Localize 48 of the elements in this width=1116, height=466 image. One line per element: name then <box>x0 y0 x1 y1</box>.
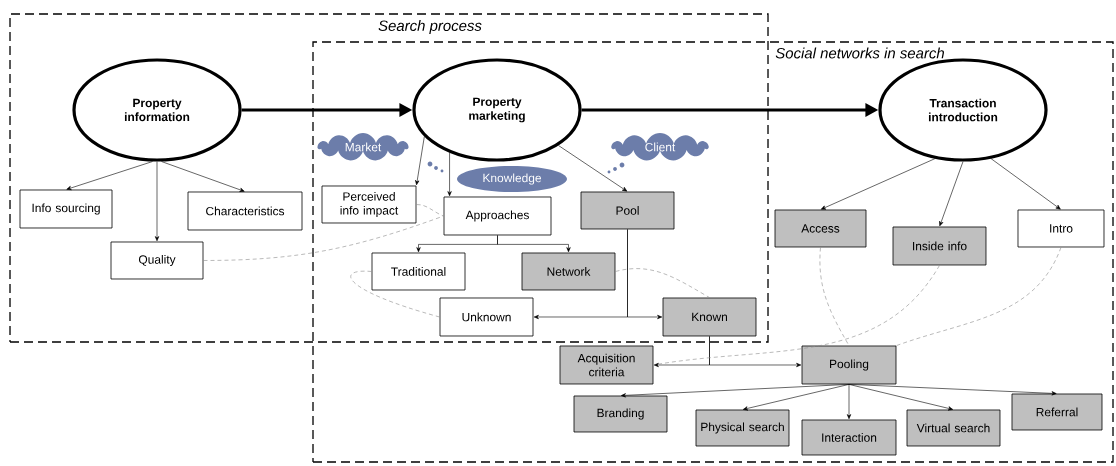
arrow <box>497 235 571 253</box>
arrow <box>66 161 153 191</box>
arrow <box>415 136 425 186</box>
connector-line <box>819 247 850 346</box>
arrow <box>848 384 954 411</box>
process-box: Characteristics <box>187 191 303 231</box>
process-box: Access <box>774 209 867 248</box>
connector-line <box>653 265 940 366</box>
process-box: Pool <box>580 191 675 230</box>
thought-cloud: Market <box>317 133 409 161</box>
thought-cloud: Client <box>611 133 709 161</box>
arrow <box>154 161 160 242</box>
connector-line <box>203 215 444 261</box>
process-box: Branding <box>573 395 668 433</box>
connector-line <box>896 247 1062 346</box>
arrow <box>846 384 852 420</box>
arrow <box>990 158 1061 210</box>
process-box: Virtual search <box>906 409 1001 447</box>
process-box: Interaction <box>801 419 897 456</box>
process-box: Inside info <box>892 226 987 266</box>
arrow <box>627 229 663 320</box>
process-box: Approaches <box>443 196 552 236</box>
connector-line <box>615 268 710 298</box>
process-box: Unknown <box>439 297 534 337</box>
process-box: Physical search <box>695 409 790 447</box>
arrow <box>742 384 850 411</box>
connector-line <box>416 204 444 217</box>
region-title: Social networks in search <box>775 47 944 59</box>
arrow <box>558 145 628 192</box>
arrow <box>161 161 245 192</box>
region-title: Search process <box>378 20 482 34</box>
knowledge-oval: Knowledge <box>457 166 567 192</box>
process-box: Referral <box>1011 393 1103 431</box>
process-box: Known <box>662 297 757 337</box>
arrow <box>709 336 802 368</box>
process-box: Quality <box>110 241 204 280</box>
arrow <box>848 384 1057 396</box>
process-box: Traditional <box>371 252 466 291</box>
process-box: Network <box>521 252 616 291</box>
connector-line <box>350 270 440 318</box>
process-box: Perceived info impact <box>321 185 417 224</box>
process-box: Acquisition criteria <box>559 345 654 385</box>
process-box: Pooling <box>801 345 897 385</box>
process-box: Intro <box>1017 209 1105 248</box>
process-box: Info sourcing <box>19 189 113 229</box>
arrow <box>820 158 936 210</box>
arrow <box>939 161 964 227</box>
arrow <box>447 152 452 197</box>
